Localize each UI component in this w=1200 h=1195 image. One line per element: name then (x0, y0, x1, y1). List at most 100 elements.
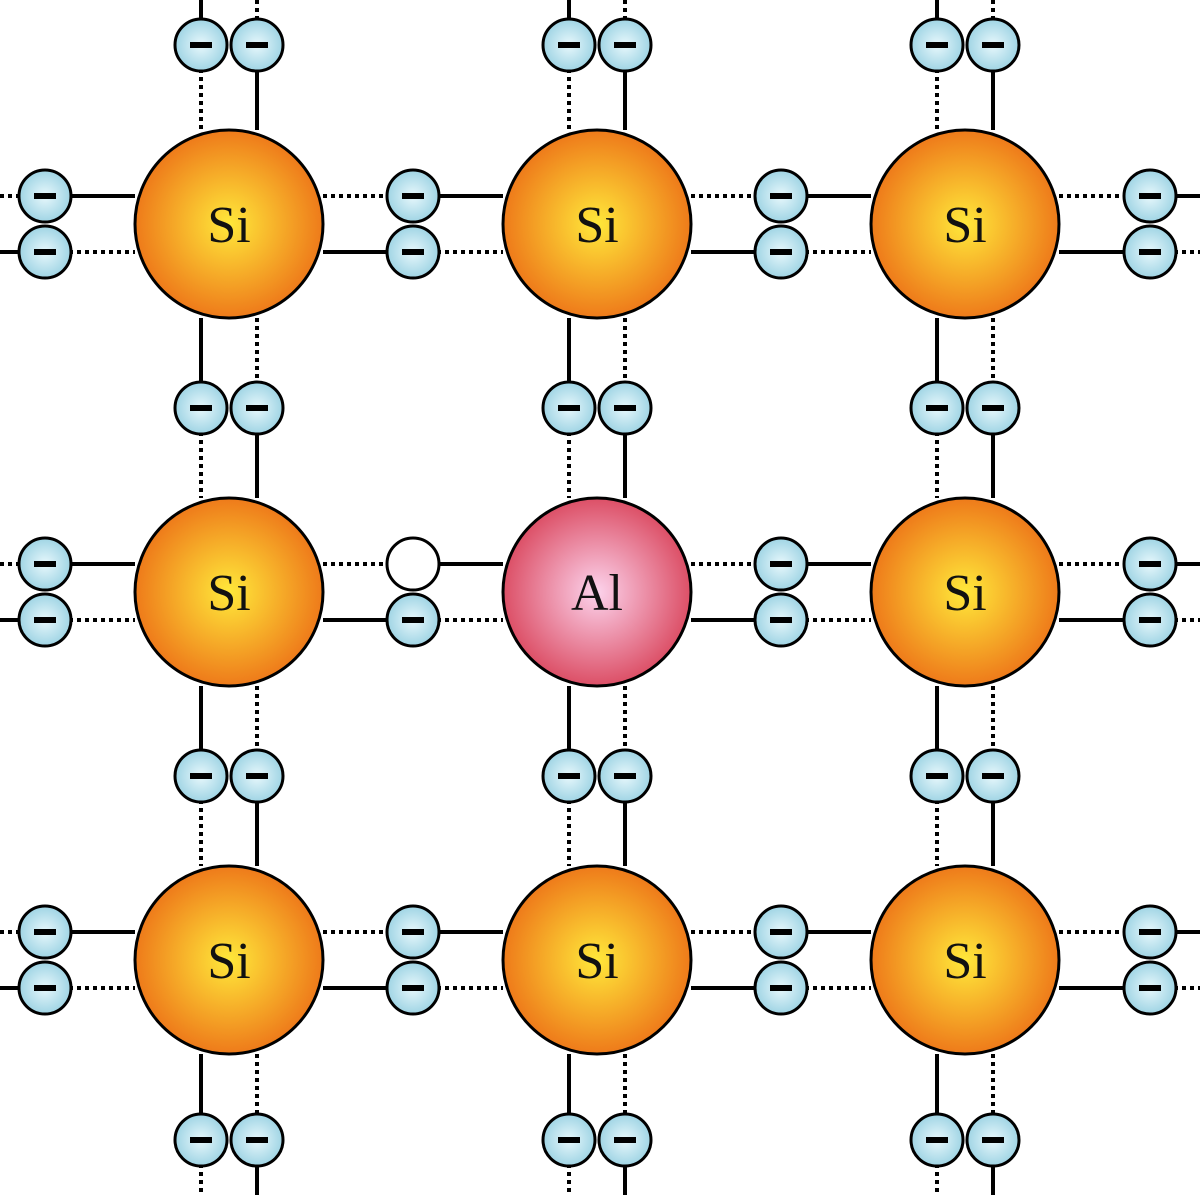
atom-label: Si (207, 197, 250, 254)
minus-sign (190, 773, 212, 779)
atom-label: Si (943, 565, 986, 622)
minus-sign (614, 405, 636, 411)
atom-circle (133, 128, 325, 320)
minus-circle-icon (229, 1112, 285, 1168)
minus-circle-icon (753, 224, 809, 280)
minus-sign (614, 773, 636, 779)
minus-circle-icon (17, 168, 73, 224)
minus-sign (770, 985, 792, 991)
minus-circle-icon (753, 960, 809, 1016)
minus-sign (190, 1137, 212, 1143)
minus-circle-icon (17, 904, 73, 960)
minus-circle-icon (597, 380, 653, 436)
atom-label: Al (571, 565, 623, 622)
minus-circle-icon (965, 17, 1021, 73)
atom-circle (869, 864, 1061, 1056)
minus-sign (770, 617, 792, 623)
minus-sign (558, 42, 580, 48)
minus-circle-icon (965, 380, 1021, 436)
minus-circle-icon (1122, 592, 1178, 648)
minus-sign (1139, 561, 1161, 567)
atom-circle (501, 128, 693, 320)
minus-sign (770, 193, 792, 199)
minus-sign (558, 405, 580, 411)
silicon-atom: Si (869, 128, 1061, 320)
minus-sign (926, 42, 948, 48)
minus-circle-icon (17, 224, 73, 280)
atom-label: Si (207, 565, 250, 622)
atom-label: Si (207, 933, 250, 990)
minus-sign (246, 1137, 268, 1143)
silicon-atom: Si (133, 496, 325, 688)
minus-circle-icon (173, 17, 229, 73)
minus-sign (558, 773, 580, 779)
minus-circle-icon (753, 168, 809, 224)
minus-sign (402, 249, 424, 255)
minus-circle-icon (541, 380, 597, 436)
minus-circle-icon (541, 17, 597, 73)
empty-circle-icon (385, 536, 441, 592)
minus-sign (34, 193, 56, 199)
minus-sign (770, 249, 792, 255)
minus-circle-icon (173, 748, 229, 804)
minus-circle-icon (1122, 224, 1178, 280)
minus-circle-icon (229, 17, 285, 73)
atom-circle (869, 496, 1061, 688)
minus-circle-icon (385, 168, 441, 224)
minus-circle-icon (965, 748, 1021, 804)
minus-sign (982, 42, 1004, 48)
minus-circle-icon (17, 536, 73, 592)
silicon-atom: Si (501, 128, 693, 320)
minus-sign (982, 405, 1004, 411)
silicon-atom: Si (133, 864, 325, 1056)
atom-label: Si (575, 197, 618, 254)
minus-circle-icon (1122, 168, 1178, 224)
atom-label: Si (943, 197, 986, 254)
minus-circle-icon (909, 17, 965, 73)
minus-sign (34, 985, 56, 991)
minus-circle-icon (173, 380, 229, 436)
atom-label: Si (943, 933, 986, 990)
minus-sign (34, 929, 56, 935)
minus-sign (926, 1137, 948, 1143)
minus-circle-icon (385, 592, 441, 648)
minus-sign (1139, 249, 1161, 255)
silicon-atom: Si (869, 864, 1061, 1056)
minus-sign (558, 1137, 580, 1143)
minus-sign (982, 1137, 1004, 1143)
minus-circle-icon (909, 1112, 965, 1168)
minus-circle-icon (173, 1112, 229, 1168)
minus-sign (402, 193, 424, 199)
minus-circle-icon (597, 1112, 653, 1168)
minus-circle-icon (385, 960, 441, 1016)
minus-sign (1139, 985, 1161, 991)
atom-circle (133, 496, 325, 688)
minus-circle-icon (1122, 960, 1178, 1016)
atom-label: Si (575, 933, 618, 990)
minus-circle-icon (385, 904, 441, 960)
minus-circle-icon (229, 748, 285, 804)
minus-sign (1139, 929, 1161, 935)
minus-circle-icon (753, 536, 809, 592)
minus-circle-icon (597, 748, 653, 804)
minus-circle-icon (965, 1112, 1021, 1168)
minus-circle-icon (1122, 904, 1178, 960)
minus-sign (770, 561, 792, 567)
atom-circle (501, 496, 693, 688)
minus-circle-icon (753, 592, 809, 648)
minus-sign (190, 405, 212, 411)
silicon-atom: Si (501, 864, 693, 1056)
minus-circle-icon (541, 748, 597, 804)
minus-sign (246, 405, 268, 411)
minus-circle-icon (17, 592, 73, 648)
minus-sign (926, 405, 948, 411)
minus-circle-icon (17, 960, 73, 1016)
minus-sign (1139, 193, 1161, 199)
minus-sign (402, 985, 424, 991)
minus-sign (614, 42, 636, 48)
atom-circle (501, 864, 693, 1056)
minus-sign (34, 561, 56, 567)
minus-circle-icon (597, 17, 653, 73)
